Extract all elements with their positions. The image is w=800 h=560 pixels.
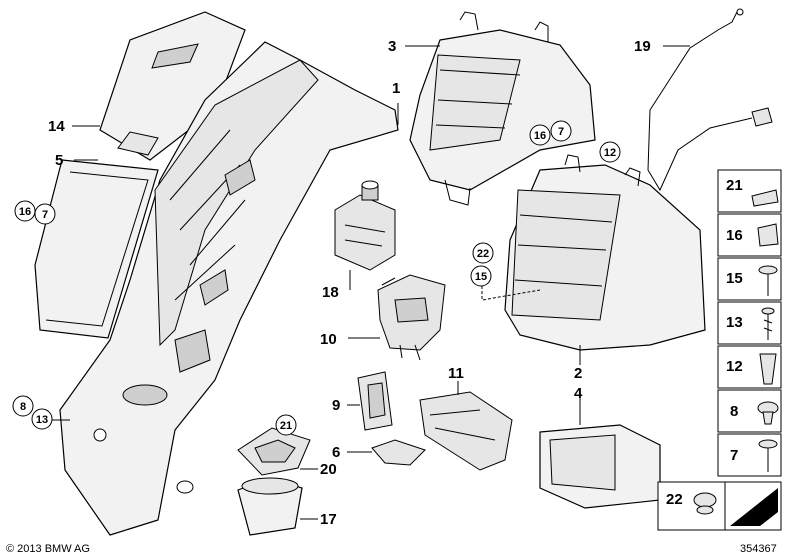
circled-callouts: 16 7 16 7 12 22 15 8 13 21 [12, 120, 621, 436]
callout-2: 2 [574, 365, 582, 382]
callout-4: 4 [574, 385, 583, 402]
fastener-legend: 21 16 15 13 12 8 7 22 [657, 169, 782, 531]
part-3-upper-housing [409, 11, 596, 206]
legend-15: 15 [726, 270, 743, 287]
circled-8: 8 [20, 401, 26, 413]
circled-12: 12 [604, 147, 616, 159]
circled-22: 22 [477, 248, 489, 260]
callout-11: 11 [448, 365, 464, 382]
part-1-center-console [59, 41, 399, 536]
part-19-cable [647, 8, 773, 192]
legend-7: 7 [730, 447, 738, 464]
legend-8: 8 [730, 403, 738, 420]
circled-7-right: 7 [558, 126, 564, 138]
callout-10: 10 [320, 331, 337, 348]
callout-5: 5 [55, 152, 63, 169]
part-4-tray [539, 424, 661, 509]
callout-3: 3 [388, 38, 396, 55]
callout-19: 19 [634, 38, 651, 55]
diagram-number: 354367 [740, 543, 777, 555]
part-6-clip [371, 439, 426, 466]
legend-12: 12 [726, 358, 743, 375]
callout-6: 6 [332, 444, 340, 461]
part-11-cover [419, 391, 513, 471]
callout-20: 20 [320, 461, 337, 478]
circled-16-right: 16 [534, 130, 546, 142]
circled-13: 13 [36, 414, 48, 426]
circled-16-left: 16 [19, 206, 31, 218]
part-17-cup-holder [237, 477, 303, 536]
legend-16: 16 [726, 227, 743, 244]
circled-15: 15 [475, 271, 487, 283]
callout-9: 9 [332, 397, 340, 414]
callout-18: 18 [322, 284, 339, 301]
part-2-lower-housing [504, 154, 706, 351]
callout-1: 1 [392, 80, 400, 97]
legend-13: 13 [726, 314, 743, 331]
circled-7-left: 7 [42, 209, 48, 221]
copyright-text: © 2013 BMW AG [6, 543, 90, 555]
part-20-frame [237, 427, 311, 476]
callout-labels: 14 5 1 3 19 18 10 9 6 11 2 4 20 17 [48, 38, 651, 528]
part-14-lid-upper [99, 11, 246, 161]
part-9-insert [357, 371, 393, 431]
legend-22: 22 [666, 491, 683, 508]
circled-21: 21 [280, 420, 292, 432]
legend-21: 21 [726, 177, 743, 194]
callout-14: 14 [48, 118, 65, 135]
arrow-icon [730, 488, 778, 526]
part-5-armrest-pad [34, 159, 159, 339]
part-18-actuator [334, 180, 396, 271]
part-10-lock-mechanism [377, 274, 446, 361]
callout-17: 17 [320, 511, 337, 528]
